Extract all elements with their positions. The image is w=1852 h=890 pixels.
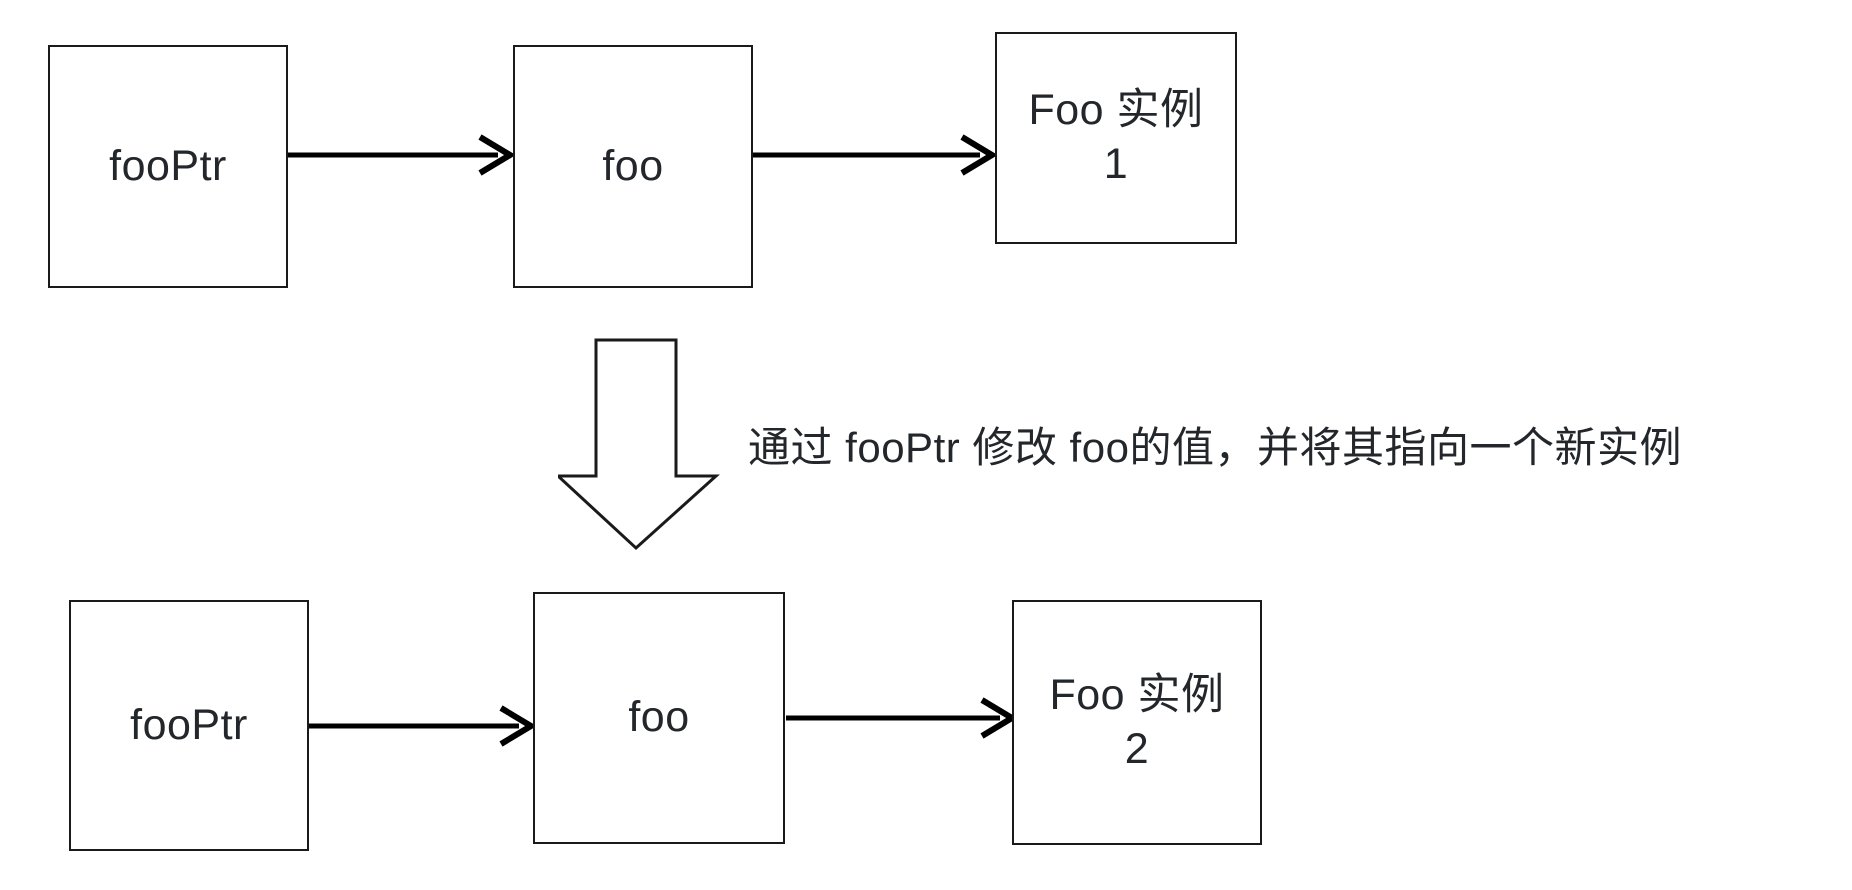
transition-annotation: 通过 fooPtr 修改 foo的值，并将其指向一个新实例 — [748, 424, 1682, 471]
edge-bottom-fooptr-to-foo — [309, 704, 537, 747]
node-top-fooptr[interactable]: fooPtr — [48, 45, 288, 288]
arrowhead-icon — [960, 134, 998, 176]
node-bottom-foo-instance-2[interactable]: Foo 实例 2 — [1012, 600, 1262, 845]
edge-bottom-foo-to-instance — [786, 697, 1018, 739]
arrowhead-icon — [478, 134, 516, 176]
edge-top-fooptr-to-foo — [288, 134, 516, 176]
node-top-foo-instance-1[interactable]: Foo 实例 1 — [995, 32, 1237, 244]
down-arrow-shape — [558, 338, 720, 551]
node-top-foo[interactable]: foo — [513, 45, 753, 288]
edge-top-foo-to-instance — [753, 134, 998, 176]
node-bottom-foo[interactable]: foo — [533, 592, 785, 844]
node-bottom-fooptr[interactable]: fooPtr — [69, 600, 309, 851]
arrowhead-icon — [499, 704, 537, 747]
down-block-arrow-icon — [558, 338, 720, 551]
